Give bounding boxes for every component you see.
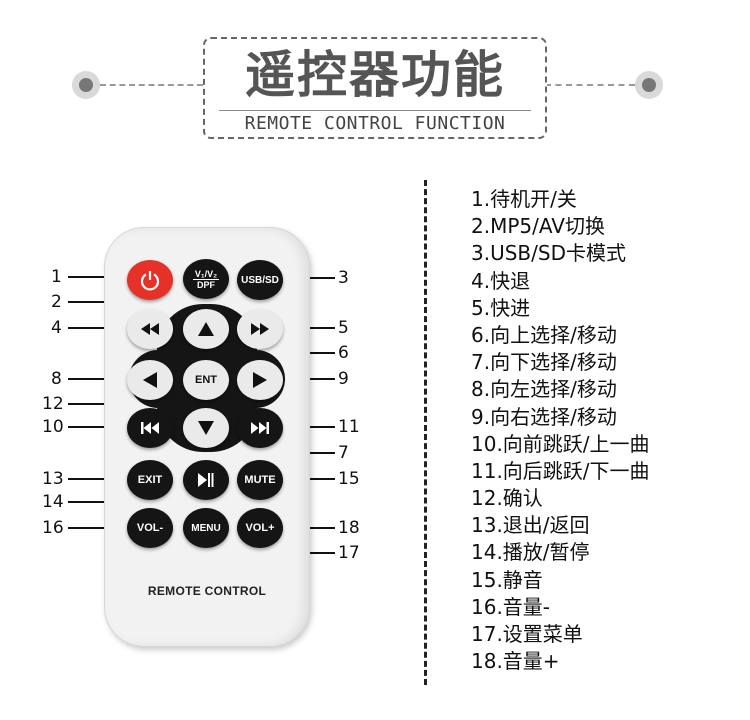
function-item-2: 2.MP5/AV切换 <box>471 214 605 239</box>
remote-brand-label: REMOTE CONTROL <box>147 584 267 598</box>
page-title: 遥控器功能 <box>245 46 505 104</box>
callout-15: 15 <box>338 469 360 489</box>
menu-label: MENU <box>191 522 221 534</box>
usb-sd-label: USB/SD <box>241 274 279 286</box>
function-item-10: 10.向前跳跃/上一曲 <box>471 431 650 456</box>
callout-6: 6 <box>338 343 349 363</box>
callout-17: 17 <box>338 543 360 563</box>
function-item-18: 18.音量+ <box>471 649 560 674</box>
function-item-17: 17.设置菜单 <box>471 622 583 646</box>
function-item-8: 8.向左选择/移动 <box>471 377 617 402</box>
function-item-15: 15.静音 <box>471 567 543 592</box>
left-button <box>127 360 173 400</box>
down-button <box>183 408 229 448</box>
callout-14: 14 <box>42 492 64 512</box>
up-arrow-icon <box>198 322 214 336</box>
dpf-top-label: V₁/V₂ <box>192 268 220 280</box>
callout-18: 18 <box>338 518 360 538</box>
function-item-3: 3.USB/SD卡模式 <box>471 241 626 266</box>
fast-forward-button <box>237 309 283 349</box>
callout-10: 10 <box>42 417 64 437</box>
callout-9: 9 <box>338 369 349 389</box>
function-item-6: 6.向上选择/移动 <box>471 322 617 347</box>
function-item-1: 1.待机开/关 <box>471 187 577 211</box>
function-item-7: 7.向下选择/移动 <box>471 350 617 375</box>
ent-label: ENT <box>195 374 217 386</box>
callout-8: 8 <box>51 369 62 389</box>
title-underline <box>219 110 531 111</box>
power-icon <box>140 271 160 291</box>
right-arrow-icon <box>253 372 267 388</box>
dashed-divider <box>424 180 427 685</box>
right-decor-line <box>545 84 635 86</box>
function-item-4: 4.快退 <box>471 268 531 293</box>
function-item-11: 11.向后跳跃/下一曲 <box>471 458 650 483</box>
volume-up-label: VOL+ <box>245 522 275 534</box>
volume-down-button: VOL- <box>127 508 173 548</box>
exit-label: EXIT <box>137 474 163 486</box>
power-button <box>127 260 173 300</box>
function-item-14: 14.播放/暂停 <box>471 540 590 565</box>
callout-5: 5 <box>338 318 349 338</box>
right-decor-dot <box>635 71 663 99</box>
function-item-13: 13.退出/返回 <box>471 513 590 538</box>
next-track-icon <box>251 422 269 434</box>
callout-13: 13 <box>42 469 64 489</box>
left-decor-line <box>100 84 203 86</box>
rewind-button <box>127 309 173 349</box>
fast-forward-icon <box>251 323 269 335</box>
next-track-button <box>237 408 283 448</box>
previous-track-icon <box>141 422 159 434</box>
remote-control-image: V₁/V₂ DPF USB/SD ENT <box>104 227 310 647</box>
function-item-16: 16.音量- <box>471 594 551 619</box>
callout-7: 7 <box>338 443 349 463</box>
left-decor-dot <box>72 71 100 99</box>
callout-3: 3 <box>338 268 349 288</box>
volume-up-button: VOL+ <box>237 508 283 548</box>
function-item-5: 5.快进 <box>471 295 531 320</box>
function-item-9: 9.向右选择/移动 <box>471 404 617 429</box>
callout-1: 1 <box>51 267 62 287</box>
left-arrow-icon <box>143 372 157 388</box>
menu-button: MENU <box>183 508 229 548</box>
down-arrow-icon <box>198 421 214 435</box>
callout-4: 4 <box>51 318 62 338</box>
mute-button: MUTE <box>237 460 283 500</box>
title-box: 遥控器功能 REMOTE CONTROL FUNCTION <box>203 37 547 139</box>
page-subtitle: REMOTE CONTROL FUNCTION <box>244 113 506 134</box>
rewind-icon <box>141 323 159 335</box>
right-button <box>237 360 283 400</box>
callout-11: 11 <box>338 417 360 437</box>
volume-down-label: VOL- <box>136 522 164 534</box>
callout-16: 16 <box>42 518 64 538</box>
usb-sd-button: USB/SD <box>237 260 283 300</box>
callout-2: 2 <box>51 292 62 312</box>
play-pause-icon <box>198 473 214 487</box>
play-pause-button <box>183 460 229 500</box>
previous-track-button <box>127 408 173 448</box>
up-button <box>183 309 229 349</box>
callout-12: 12 <box>42 394 64 414</box>
exit-button: EXIT <box>127 460 173 500</box>
function-list: 1.待机开/关 2.MP5/AV切换 3.USB/SD卡模式 4.快退 5.快进… <box>471 186 650 675</box>
dpf-button: V₁/V₂ DPF <box>183 259 229 299</box>
ent-button: ENT <box>183 360 229 400</box>
mute-label: MUTE <box>244 474 276 486</box>
function-item-12: 12.确认 <box>471 486 543 511</box>
dpf-bottom-label: DPF <box>197 279 215 290</box>
